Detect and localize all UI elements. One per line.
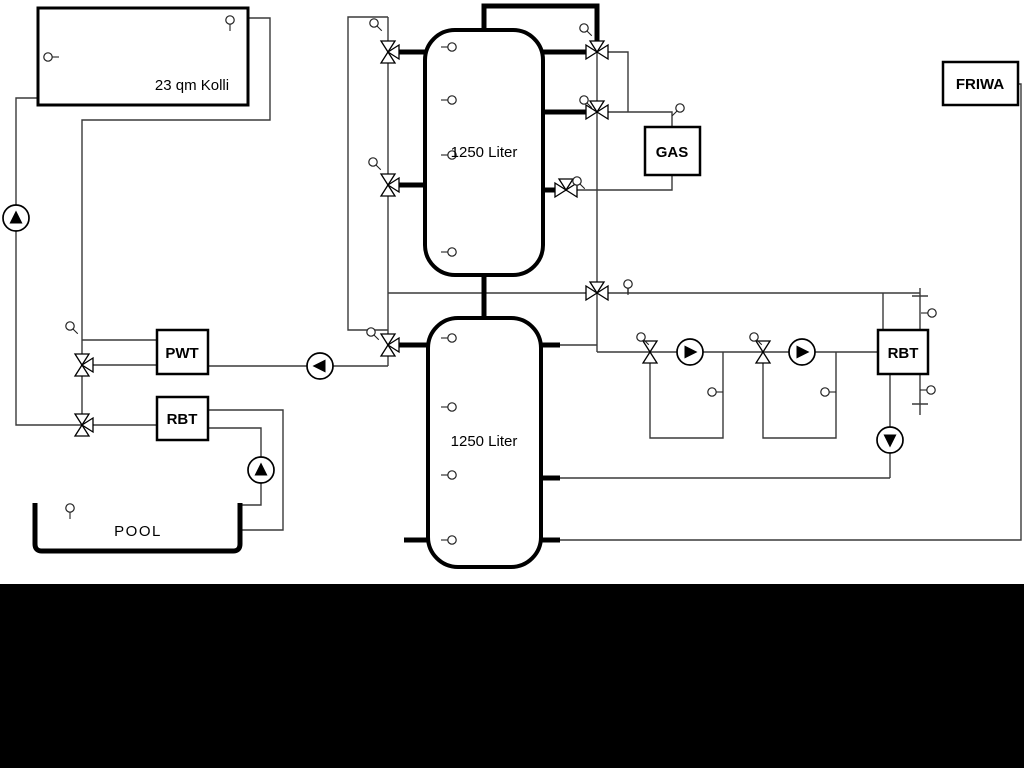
tank-lower-label: 1250 Liter [451,433,518,450]
thick-pipes [399,3,600,543]
pipe-bypass-a [649,352,724,439]
pipe-gas-top [608,111,673,127]
tank-upper-label: 1250 Liter [451,144,518,161]
pipe-pool-return [208,409,284,531]
exchanger-ticks [912,295,928,405]
gas-label: GAS [656,144,689,161]
thin-pipes [15,16,1022,541]
pipe-bypass-b [762,352,837,439]
footer-band [0,584,1024,768]
pump-collector-icon [2,204,30,232]
pump-charge-icon [306,352,334,380]
stubs-lower-right [541,342,560,543]
friwa-box [941,60,1020,107]
gas-boiler-box [643,125,702,177]
pump-heating-2-icon [788,338,816,366]
collector-label: 23 qm Kolli [155,77,229,94]
pool-basin [32,503,243,554]
pump-pool-icon [247,456,275,484]
rbt-left-box [155,395,210,442]
pipe-gas-bottom [577,175,673,191]
rbt-right-box [876,328,930,376]
rbt-right-label: RBT [888,345,919,362]
pipe-gas-link [606,51,629,112]
buffer-tank-lower [426,316,543,569]
pwt-box [155,328,210,376]
pump-rbt-right-icon [876,426,904,454]
pump-heating-1-icon [676,338,704,366]
rbt-left-label: RBT [167,411,198,428]
buffer-tank-upper [423,28,545,277]
pipe-collector-flow [81,17,271,425]
pipe-friwa-line [560,83,1022,541]
pipe-top-main [481,3,600,41]
stubs-lower-left [399,342,428,543]
pwt-label: PWT [165,345,198,362]
friwa-label: FRIWA [956,76,1004,93]
stubs-upper-left [399,49,425,188]
pipe-collector-return [15,97,82,426]
labels: 23 qm Kolli 1250 Liter 1250 Liter PWT RB… [114,76,1004,540]
pool-label: POOL [114,523,162,540]
solar-collector-box [36,6,250,107]
